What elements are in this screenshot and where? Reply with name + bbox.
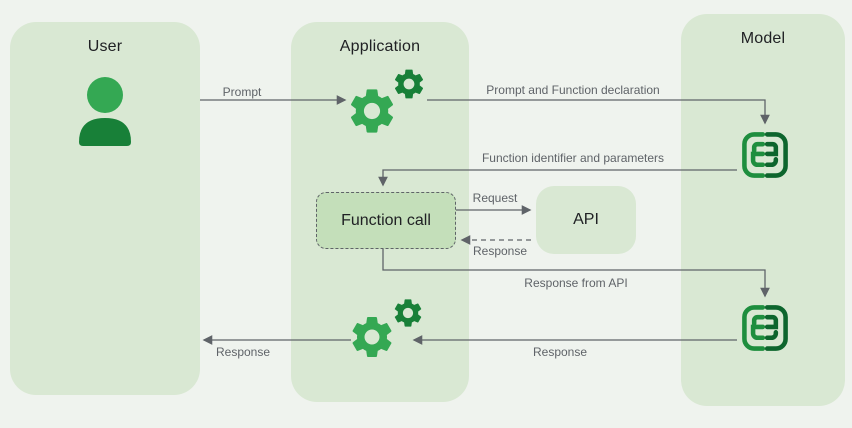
function-call-label: Function call xyxy=(341,211,431,229)
user-icon xyxy=(65,72,145,148)
model-brain-icon xyxy=(739,129,791,181)
gears-icon xyxy=(347,296,425,362)
api-label: API xyxy=(573,211,599,228)
lane-user-title: User xyxy=(87,38,123,55)
model-brain-icon xyxy=(739,302,791,354)
arrow-label-api-response: Response xyxy=(472,244,528,258)
arrow-label-prompt: Prompt xyxy=(222,85,262,99)
function-call-node: Function call xyxy=(316,192,456,249)
arrow-label-response-from-api: Response from API xyxy=(524,276,628,290)
arrow-label-request: Request xyxy=(472,191,518,205)
gears-icon xyxy=(345,66,427,138)
lane-model-title: Model xyxy=(740,30,786,47)
arrow-label-prompt-and-function-declaration: Prompt and Function declaration xyxy=(486,83,660,97)
lane-model: Model xyxy=(681,14,845,406)
arrow-label-user-response: Response xyxy=(215,345,271,359)
lane-application-title: Application xyxy=(339,38,421,55)
arrow-label-function-identifier-and-parameters: Function identifier and parameters xyxy=(481,151,665,165)
api-node: API xyxy=(536,186,636,254)
arrow-label-model-response: Response xyxy=(532,345,588,359)
